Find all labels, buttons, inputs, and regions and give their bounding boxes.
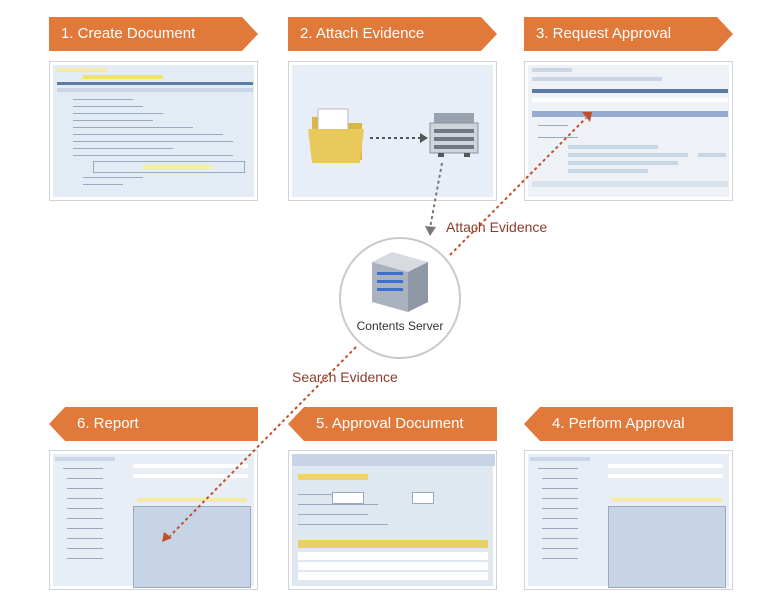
step-6-label: 6. Report — [77, 415, 139, 432]
step-2-label: 2. Attach Evidence — [300, 25, 425, 42]
step-3-banner: 3. Request Approval — [524, 17, 733, 51]
attach-illustration — [308, 108, 479, 163]
search-evidence-flow-label: Search Evidence — [292, 369, 398, 385]
step-1-label: 1. Create Document — [61, 25, 196, 42]
copier-icon — [429, 113, 479, 157]
attach-evidence-screenshot — [288, 61, 497, 201]
request-approval-screenshot — [524, 61, 733, 201]
report-screenshot — [49, 450, 258, 590]
step-3-label: 3. Request Approval — [536, 25, 672, 42]
step-2-banner: 2. Attach Evidence — [288, 17, 497, 51]
step-5-banner: 5. Approval Document — [288, 407, 497, 441]
attach-evidence-flow-label: Attach Evidence — [446, 219, 548, 235]
approval-document-screenshot — [288, 450, 497, 590]
step-5-label: 5. Approval Document — [316, 415, 464, 432]
perform-approval-screenshot — [524, 450, 733, 590]
step-6-banner: 6. Report — [49, 407, 258, 441]
contents-server-label: Contents Server — [356, 319, 444, 333]
step-4-banner: 4. Perform Approval — [524, 407, 733, 441]
server-icon — [372, 252, 428, 312]
folder-icon — [308, 108, 364, 163]
create-document-screenshot — [49, 61, 258, 201]
step-4-label: 4. Perform Approval — [552, 415, 685, 432]
step-1-banner: 1. Create Document — [49, 17, 258, 51]
